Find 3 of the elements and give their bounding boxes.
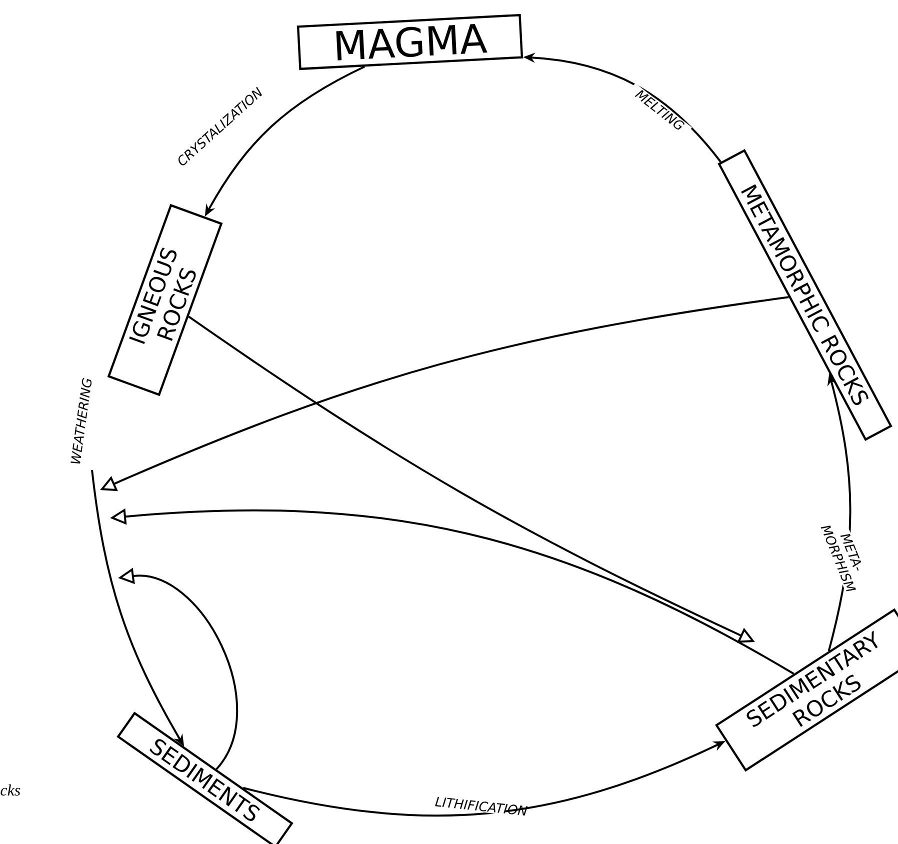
edge-label: LITHIFICATION [434,795,528,816]
edge-label: WEATHERING [69,378,92,466]
caption-fragment: cks [0,784,20,796]
